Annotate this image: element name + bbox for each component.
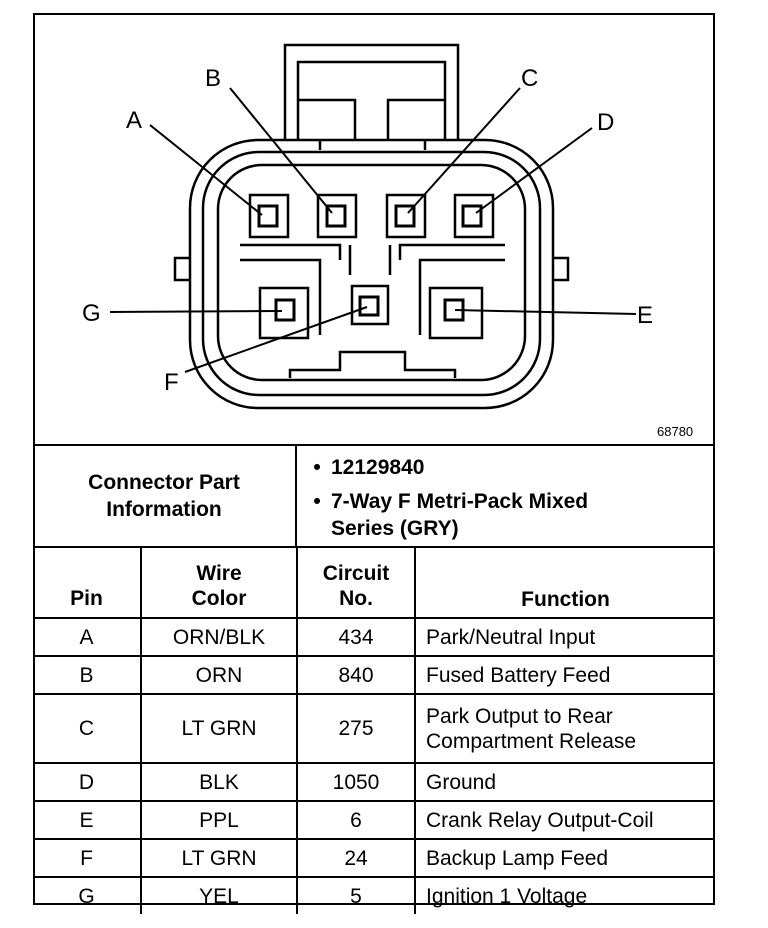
connector-part-info: Connector Part Information • 12129840 • … (33, 444, 715, 546)
latch-outer (283, 43, 460, 140)
left-tab (173, 256, 190, 282)
cell-pin: E (33, 800, 142, 840)
function-line-1: Park Output to Rear (426, 704, 613, 728)
cell-pin: C (33, 693, 142, 764)
pin-label-a: A (126, 107, 142, 134)
cell-wire-color: PPL (140, 800, 298, 840)
cell-circuit: 5 (296, 876, 416, 914)
bottom-key (288, 350, 457, 378)
cell-circuit: 840 (296, 655, 416, 695)
cell-pin: F (33, 838, 142, 878)
cavity-c (385, 193, 427, 239)
table-row: G YEL 5 Ignition 1 Voltage (33, 876, 715, 914)
cell-function: Backup Lamp Feed (414, 838, 715, 878)
cell-circuit: 434 (296, 617, 416, 657)
table-row: F LT GRN 24 Backup Lamp Feed (33, 838, 715, 878)
cavity-e (428, 286, 484, 340)
leader-e (454, 309, 637, 315)
function-line-2: Compartment Release (426, 729, 637, 753)
cell-function: Park Output to Rear Compartment Release (414, 693, 715, 764)
connector-info-bullets: • 12129840 • 7-Way F Metri-Pack Mixed Se… (303, 454, 703, 542)
part-number-item: • 12129840 (303, 454, 703, 481)
terminal-g (274, 298, 296, 322)
table-row: E PPL 6 Crank Relay Output-Coil (33, 800, 715, 840)
cavity-g (258, 286, 310, 340)
table-row: A ORN/BLK 434 Park/Neutral Input (33, 617, 715, 657)
bullet-marker: • (313, 456, 321, 479)
terminal-d (461, 204, 483, 228)
pin-label-c: C (521, 65, 538, 92)
cell-circuit: 275 (296, 693, 416, 764)
right-tab (553, 256, 570, 282)
bullet-marker: • (313, 490, 321, 513)
pin-label-b: B (205, 65, 221, 92)
cell-wire-color: ORN/BLK (140, 617, 298, 657)
connector-shell-outer (188, 138, 555, 410)
connector-info-heading: Connector Part Information (33, 446, 297, 546)
connector-shell-mid (201, 150, 542, 397)
connector-type-item: • 7-Way F Metri-Pack Mixed Series (GRY) (303, 488, 703, 542)
table-row: C LT GRN 275 Park Output to Rear Compart… (33, 693, 715, 764)
cell-circuit: 24 (296, 838, 416, 878)
cavity-a (248, 193, 290, 239)
header-function: Function (414, 546, 715, 619)
terminal-a (257, 204, 279, 228)
cell-wire-color: LT GRN (140, 693, 298, 764)
leader-b (229, 87, 333, 214)
cell-function: Crank Relay Output-Coil (414, 800, 715, 840)
cell-wire-color: ORN (140, 655, 298, 695)
connector-diagram: A B C D E F G 68780 (82, 43, 693, 439)
cell-function: Ground (414, 762, 715, 802)
pin-label-e: E (637, 302, 653, 329)
figure-number: 68780 (657, 424, 693, 439)
header-pin: Pin (33, 546, 142, 619)
part-number: 12129840 (331, 456, 425, 479)
cell-pin: A (33, 617, 142, 657)
cell-function: Park/Neutral Input (414, 617, 715, 657)
terminal-f (358, 295, 380, 317)
cell-wire-color: BLK (140, 762, 298, 802)
connector-type-line-2: Series (GRY) (331, 517, 459, 540)
cell-pin: D (33, 762, 142, 802)
cell-wire-color: LT GRN (140, 838, 298, 878)
heading-line-1: Connector Part (88, 471, 240, 494)
leader-g (109, 310, 283, 313)
connector-type-line-1: 7-Way F Metri-Pack Mixed (331, 490, 589, 513)
table-row: B ORN 840 Fused Battery Feed (33, 655, 715, 695)
leader-a (149, 124, 263, 216)
heading-line-2: Information (106, 498, 222, 521)
pin-label-g: G (82, 300, 101, 327)
cell-circuit: 6 (296, 800, 416, 840)
cell-wire-color: YEL (140, 876, 298, 914)
cell-function: Ignition 1 Voltage (414, 876, 715, 914)
leader-c (407, 87, 521, 214)
leader-d (475, 127, 593, 214)
table-row: D BLK 1050 Ground (33, 762, 715, 802)
cavity-b (316, 193, 358, 239)
cell-pin: B (33, 655, 142, 695)
leader-f (184, 306, 368, 373)
cell-circuit: 1050 (296, 762, 416, 802)
cavity-f (350, 284, 390, 326)
cell-pin: G (33, 876, 142, 914)
cavity-d (453, 193, 495, 239)
cell-function: Fused Battery Feed (414, 655, 715, 695)
pin-label-d: D (597, 109, 614, 136)
pin-label-f: F (164, 369, 179, 396)
connector-shell-inner (216, 163, 527, 382)
